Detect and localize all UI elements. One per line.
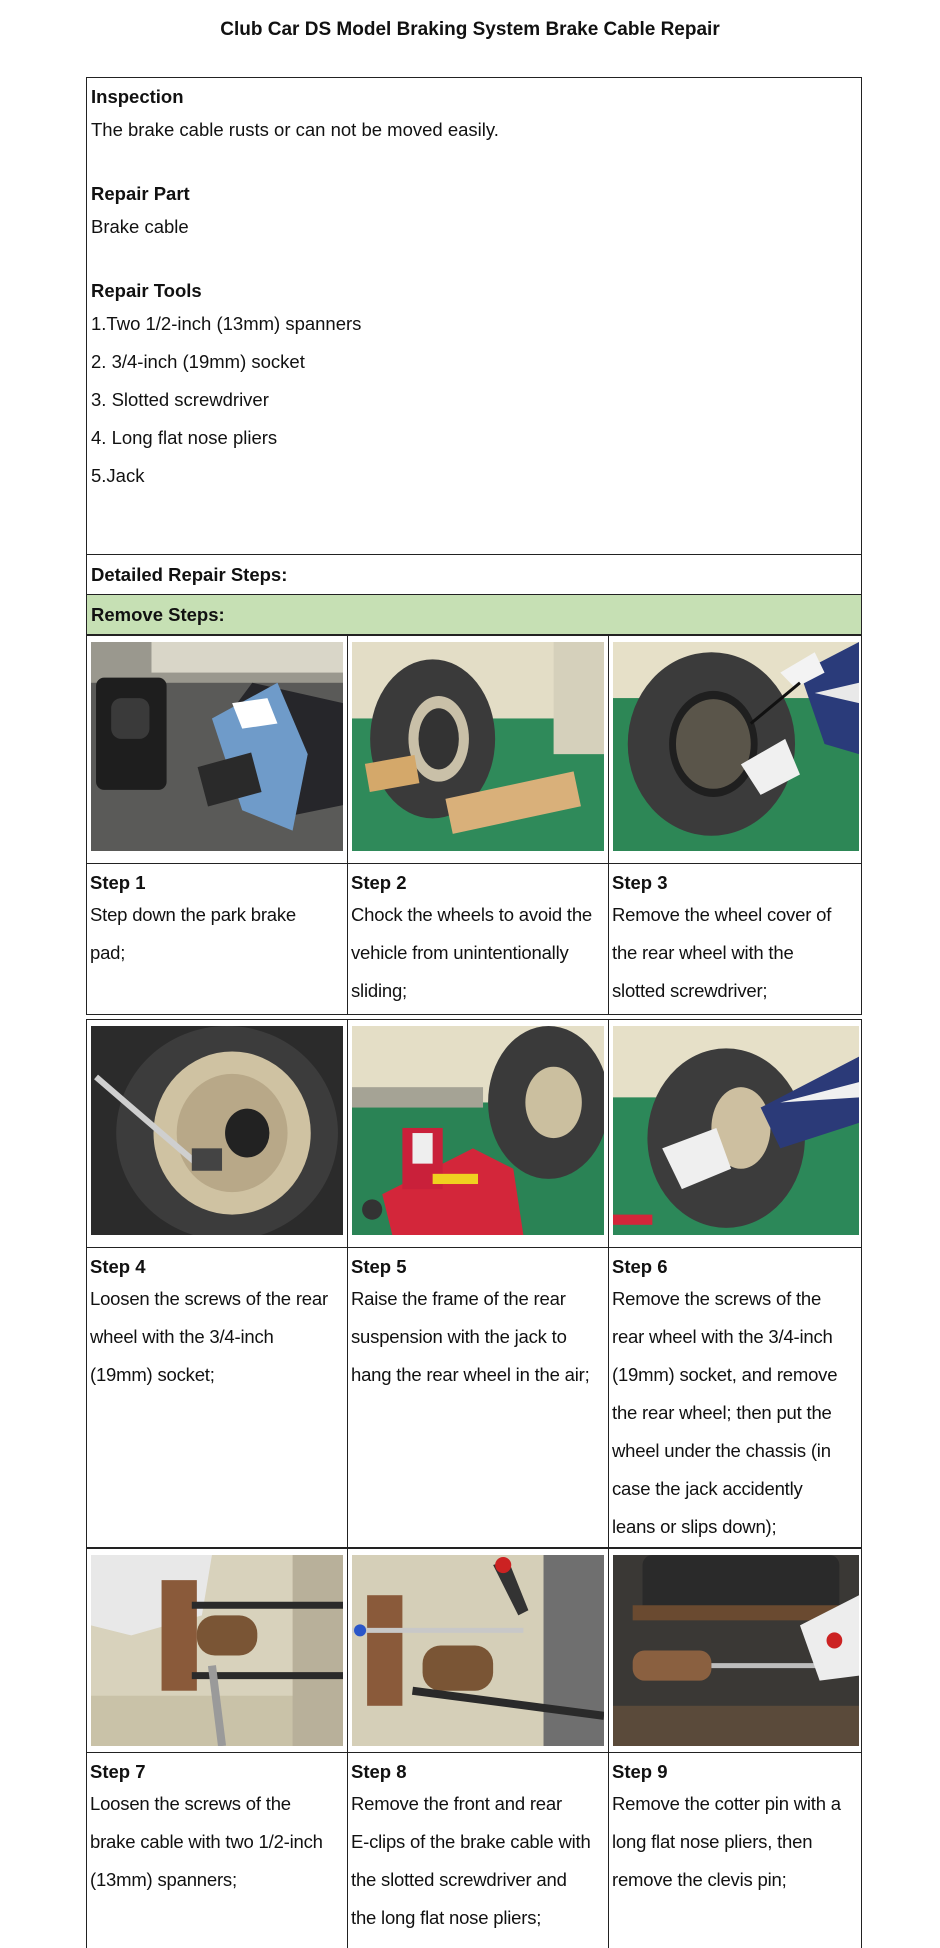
step-5-photo — [348, 1020, 609, 1247]
detailed-steps-heading: Detailed Repair Steps: — [86, 555, 862, 595]
page-title: Club Car DS Model Braking System Brake C… — [220, 19, 720, 40]
step-label: Step 8 — [351, 1761, 407, 1782]
step-8-photo — [348, 1549, 609, 1752]
step-label: Step 1 — [90, 872, 146, 893]
inspection-heading: Inspection — [91, 86, 184, 107]
step-3-photo — [609, 636, 863, 863]
step-label: Step 4 — [90, 1256, 146, 1277]
tool-item: 4. Long flat nose pliers — [91, 427, 278, 448]
step-2-photo — [348, 636, 609, 863]
step-label: Step 6 — [612, 1256, 668, 1277]
step-7-photo — [87, 1549, 348, 1752]
tool-item: 1.Two 1/2-inch (13mm) spanners — [91, 313, 362, 334]
tool-item: 5.Jack — [91, 465, 145, 486]
repair-tools-heading: Repair Tools — [91, 280, 202, 301]
step-9-photo — [609, 1549, 863, 1752]
tool-item: 3. Slotted screwdriver — [91, 389, 269, 410]
tool-item: 2. 3/4-inch (19mm) socket — [91, 351, 305, 372]
step-label: Step 7 — [90, 1761, 146, 1782]
step-1-photo — [87, 636, 348, 863]
step-6-photo — [609, 1020, 863, 1247]
info-section: Inspection The brake cable rusts or can … — [86, 77, 862, 555]
step-label: Step 9 — [612, 1761, 668, 1782]
repair-part-heading: Repair Part — [91, 183, 190, 204]
step-label: Step 2 — [351, 872, 407, 893]
repair-part-text: Brake cable — [91, 216, 189, 237]
inspection-text: The brake cable rusts or can not be move… — [91, 119, 499, 140]
step-4-photo — [87, 1020, 348, 1247]
remove-steps-heading: Remove Steps: — [86, 595, 862, 635]
step-label: Step 5 — [351, 1256, 407, 1277]
step-label: Step 3 — [612, 872, 668, 893]
